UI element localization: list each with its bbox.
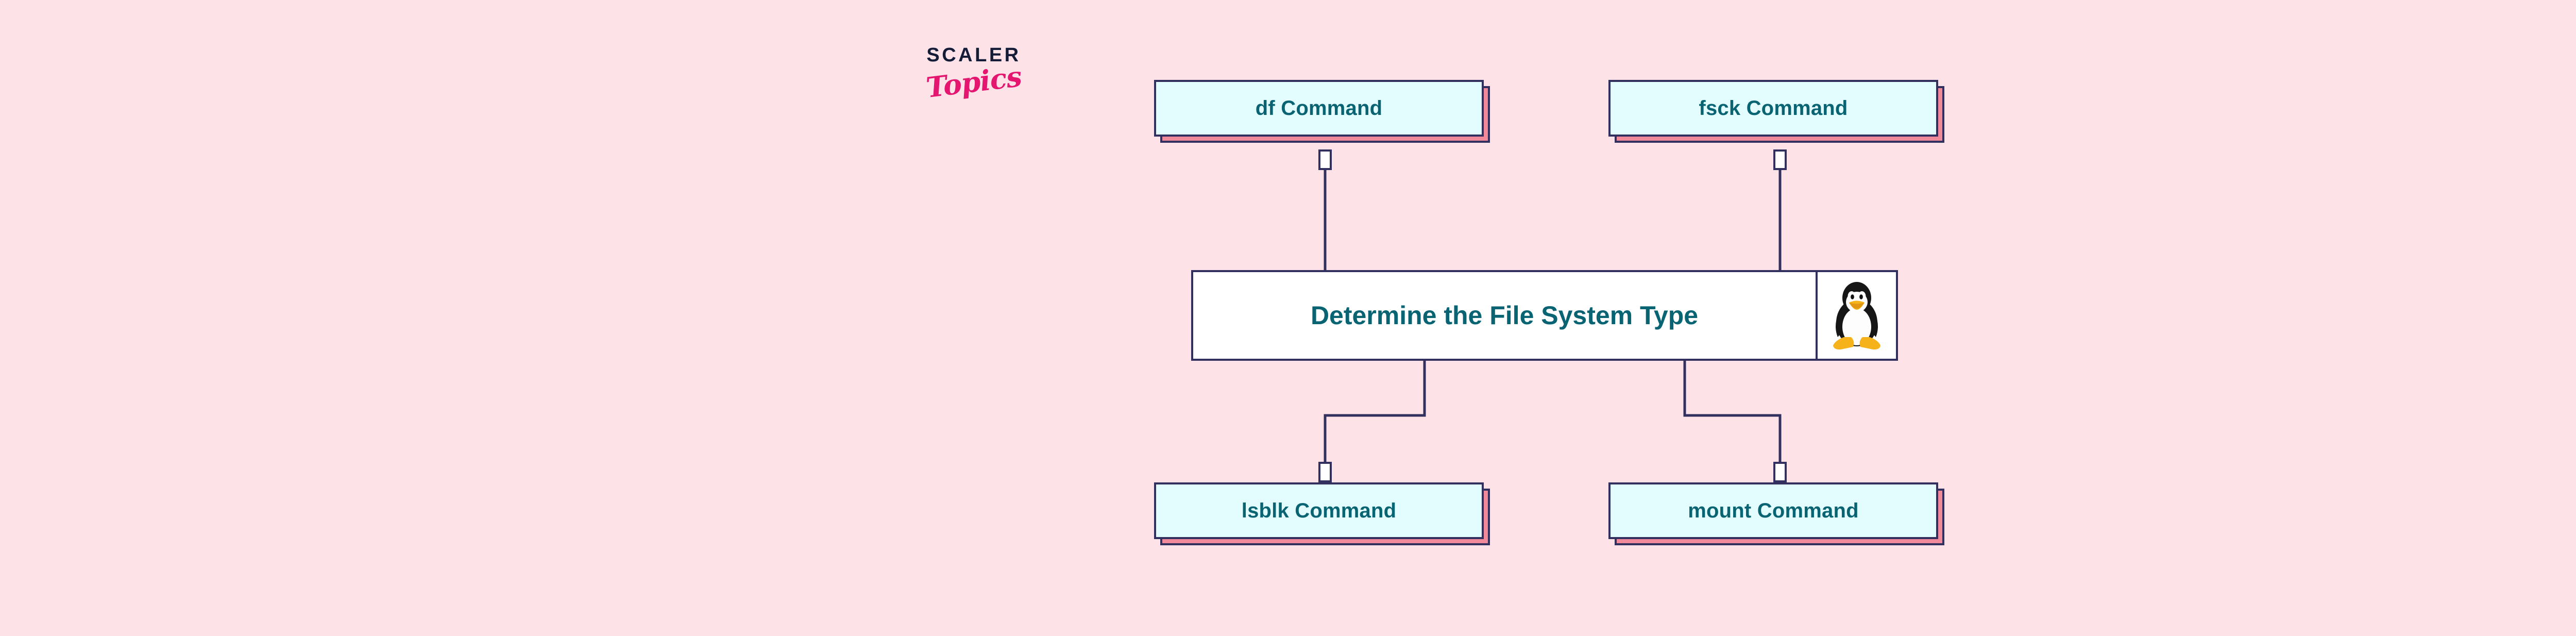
node-df-label: df Command bbox=[1255, 96, 1383, 120]
node-fsck-command[interactable]: fsck Command bbox=[1608, 80, 1938, 137]
edge-df-to-center bbox=[1324, 170, 1426, 288]
port-lsblk-top bbox=[1318, 462, 1332, 482]
linux-tux-penguin-icon bbox=[1816, 272, 1896, 359]
edge-center-to-mount bbox=[1683, 361, 1782, 482]
node-lsblk-label: lsblk Command bbox=[1241, 499, 1397, 522]
node-mount-label: mount Command bbox=[1688, 499, 1859, 522]
port-fsck-bottom bbox=[1773, 149, 1787, 170]
logo-primary-text: SCALER bbox=[926, 44, 1021, 66]
scaler-topics-logo: SCALER Topics bbox=[896, 45, 1051, 133]
edge-center-to-lsblk bbox=[1324, 361, 1426, 482]
port-mount-top bbox=[1773, 462, 1787, 482]
node-lsblk-command[interactable]: lsblk Command bbox=[1154, 482, 1484, 539]
node-determine-file-system-type[interactable]: Determine the File System Type bbox=[1191, 270, 1898, 361]
node-fsck-label: fsck Command bbox=[1699, 96, 1848, 120]
port-df-bottom bbox=[1318, 149, 1332, 170]
edge-fsck-to-center bbox=[1683, 170, 1782, 288]
node-mount-command[interactable]: mount Command bbox=[1608, 482, 1938, 539]
center-node-label: Determine the File System Type bbox=[1310, 301, 1699, 330]
node-df-command[interactable]: df Command bbox=[1154, 80, 1484, 137]
